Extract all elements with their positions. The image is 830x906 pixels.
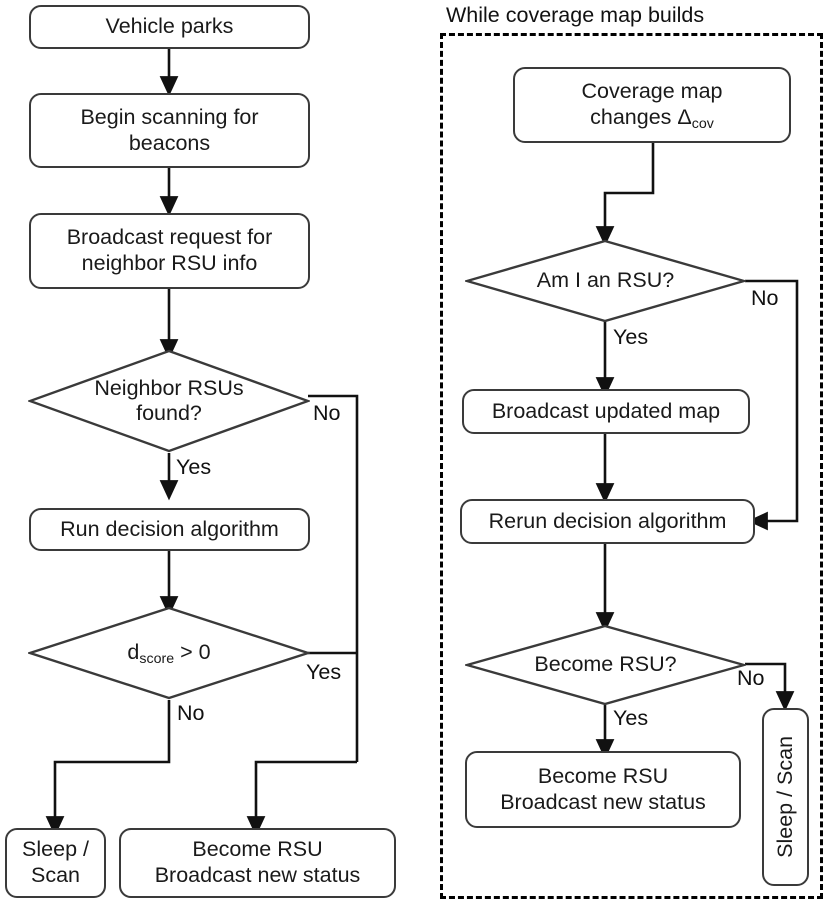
node-broadcast-request[interactable]: Broadcast request for neighbor RSU info xyxy=(29,213,310,289)
node-sleep-scan-left-line1: Sleep / xyxy=(22,837,89,862)
decision-am-i-an-rsu[interactable]: Am I an RSU? xyxy=(465,239,746,323)
node-coverage-map-line1: Coverage map xyxy=(581,79,723,104)
right-panel-dashed-boundary xyxy=(440,33,823,899)
node-run-decision-algorithm[interactable]: Run decision algorithm xyxy=(29,508,310,551)
node-become-rsu-right-line1: Become RSU xyxy=(537,763,669,788)
wire-neighbor-no-rail xyxy=(308,394,359,762)
decision-dscore-greater-zero[interactable]: dscore > 0 xyxy=(28,606,310,700)
decision-dscore-shape xyxy=(28,606,310,700)
node-sleep-scan-left-line2: Scan xyxy=(30,863,80,887)
node-coverage-map-line2-text: changes xyxy=(590,105,678,129)
node-coverage-map-delta: Δ xyxy=(677,105,692,129)
node-become-rsu-right-line2: Broadcast new status xyxy=(500,789,706,814)
node-become-rsu-left-line2: Broadcast new status xyxy=(154,863,361,887)
decision-become-rsu[interactable]: Become RSU? xyxy=(465,624,746,706)
edge-label-amirsu-no: No xyxy=(751,286,779,310)
edge-label-amirsu-yes: Yes xyxy=(613,325,649,349)
node-sleep-scan-right[interactable]: Sleep / Scan xyxy=(762,708,809,886)
node-become-rsu-right[interactable]: Become RSU Broadcast new status xyxy=(465,751,741,828)
node-begin-scanning-line2: beacons xyxy=(128,130,211,155)
node-sleep-scan-right-label: Sleep / Scan xyxy=(772,736,797,858)
node-broadcast-request-line2: neighbor RSU info xyxy=(81,251,258,275)
node-broadcast-request-line1: Broadcast request for xyxy=(66,225,273,250)
wire-rail-to-becomersu xyxy=(246,760,357,837)
node-become-rsu-left-line1: Become RSU xyxy=(192,837,323,862)
decision-neighbor-rsus-found-shape xyxy=(28,349,310,453)
edge-label-become-rsu-no: No xyxy=(737,666,765,690)
node-vehicle-parks-label: Vehicle parks xyxy=(105,14,234,39)
wire-dscore-no-to-sleep xyxy=(45,700,171,837)
node-broadcast-updated-map[interactable]: Broadcast updated map xyxy=(462,389,750,434)
edge-label-neighbor-no: No xyxy=(313,401,341,425)
node-coverage-map-delta-subscript: cov xyxy=(691,115,714,132)
node-sleep-scan-left[interactable]: Sleep / Scan xyxy=(5,828,106,898)
node-rerun-decision-algorithm-label: Rerun decision algorithm xyxy=(488,508,727,533)
decision-neighbor-rsus-found[interactable]: Neighbor RSUs found? xyxy=(28,349,310,453)
node-begin-scanning-line1: Begin scanning for xyxy=(80,104,259,129)
edge-label-become-rsu-yes: Yes xyxy=(613,706,649,730)
edge-label-neighbor-yes: Yes xyxy=(176,455,212,479)
node-coverage-map-changes[interactable]: Coverage map changes Δcov xyxy=(513,67,791,143)
decision-am-i-an-rsu-shape xyxy=(465,239,746,323)
node-vehicle-parks[interactable]: Vehicle parks xyxy=(29,5,310,49)
edge-label-dscore-no: No xyxy=(177,701,205,725)
node-become-rsu-left[interactable]: Become RSU Broadcast new status xyxy=(119,828,396,898)
node-broadcast-updated-map-label: Broadcast updated map xyxy=(491,398,721,423)
node-rerun-decision-algorithm[interactable]: Rerun decision algorithm xyxy=(460,499,755,544)
edge-label-dscore-yes: Yes xyxy=(306,660,342,684)
decision-become-rsu-shape xyxy=(465,624,746,706)
node-begin-scanning[interactable]: Begin scanning for beacons xyxy=(29,93,310,168)
right-panel-title: While coverage map builds xyxy=(446,3,705,27)
node-run-decision-algorithm-label: Run decision algorithm xyxy=(60,516,279,541)
